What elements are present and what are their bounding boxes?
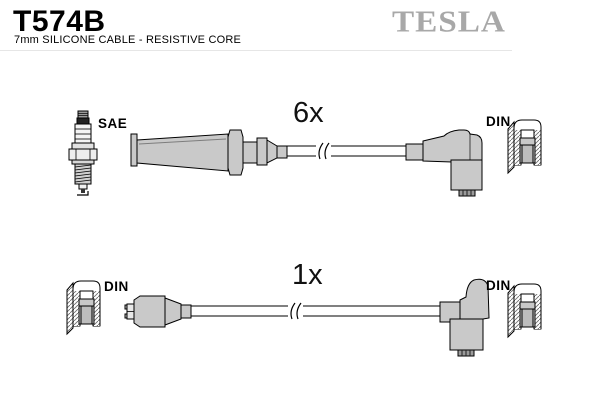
cable-line-row2 [190,305,441,317]
cable-line-row1 [286,145,407,157]
din-connector-icon [66,280,101,335]
page-title: T574B [13,5,106,38]
row2-right-connector-label: DIN [486,278,511,293]
spark-plug-icon [68,110,98,196]
header-divider [0,50,512,51]
row1-right-connector-label: DIN [486,114,511,129]
tesla-logo: TESLA [392,4,506,39]
cable-break-mark-row2 [287,302,304,320]
row1-left-connector-label: SAE [98,116,128,131]
din-connector-icon [507,119,542,174]
row2-quantity-label: 1x [292,259,323,291]
cable-assembly-row2 [66,278,542,357]
straight-boot-row1 [130,129,288,176]
cable-assembly-row1 [68,110,542,197]
elbow-boot-row1 [405,129,483,197]
cable-spec-subtitle: 7mm SILICONE CABLE - RESISTIVE CORE [14,34,242,46]
straight-boot-row2 [124,295,192,328]
din-connector-icon [507,283,542,338]
row1-quantity-label: 6x [293,97,324,129]
cable-break-mark-row1 [315,142,332,160]
elbow-boot-row2 [439,278,490,357]
row2-left-connector-label: DIN [104,279,129,294]
